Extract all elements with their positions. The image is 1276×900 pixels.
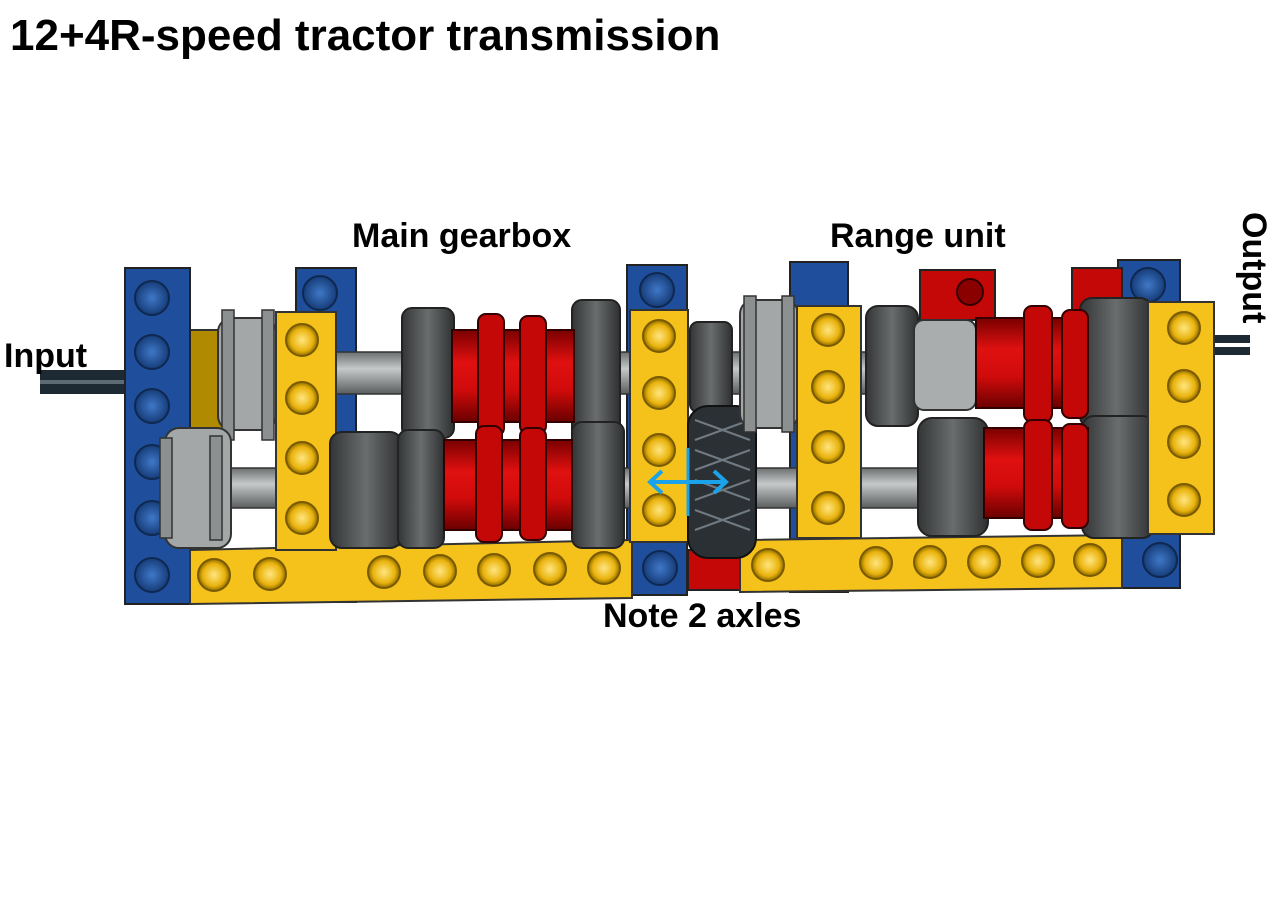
range-unit-label: Range unit <box>830 217 1006 255</box>
note-label: Note 2 axles <box>603 597 802 635</box>
range-unit-idler-gears <box>739 295 799 433</box>
input-gears <box>159 309 277 549</box>
main-gearbox-gears <box>329 299 625 549</box>
yellow-beam-center <box>629 309 689 543</box>
yellow-beam-right <box>1147 301 1215 535</box>
main-gearbox-clutches <box>443 313 575 543</box>
input-axle <box>40 370 150 394</box>
yellow-beam-1 <box>275 311 337 551</box>
shift-sleeve <box>687 321 757 559</box>
main-gearbox-label: Main gearbox <box>352 217 572 255</box>
output-label: Output <box>1235 212 1273 324</box>
diagram-title: 12+4R-speed tractor transmission <box>10 11 721 60</box>
shift-direction-arrow <box>647 448 729 516</box>
range-unit-clutches <box>975 305 1089 531</box>
input-label: Input <box>4 337 88 375</box>
yellow-bottom-beam-right <box>739 533 1123 594</box>
range-unit-gears <box>865 297 1155 539</box>
yellow-bottom-beam-left <box>189 538 633 606</box>
output-axle <box>1205 335 1250 355</box>
yellow-beam-range <box>796 305 862 539</box>
